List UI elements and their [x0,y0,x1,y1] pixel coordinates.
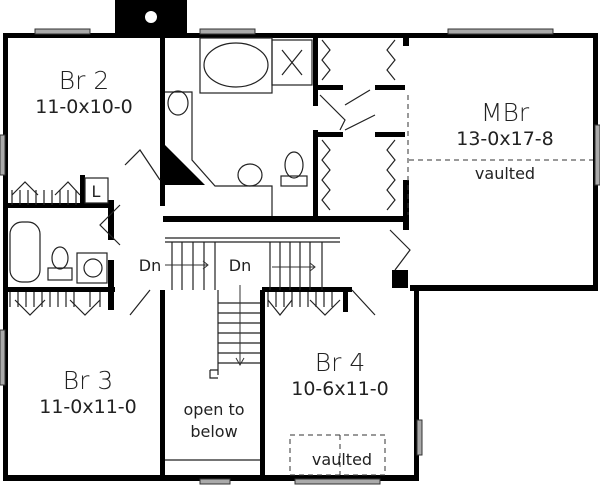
room-size-br2: 11-0x10-0 [35,96,133,118]
room-size-br3: 11-0x11-0 [39,396,137,418]
room-name-br4: Br 4 [314,348,366,377]
room-size-mbr: 13-0x17-8 [456,128,554,150]
room-note-mbr: vaulted [474,164,536,183]
room-note-br4: vaulted [311,450,373,469]
open-to-below-line2: below [190,422,238,441]
room-name-br3: Br 3 [62,366,114,395]
stair-down-label-1: Dn [138,256,162,275]
open-to-below-line1: open to [183,400,245,419]
room-size-br4: 10-6x11-0 [291,378,389,400]
windows [0,28,600,485]
laundry-label: L [91,182,101,201]
room-name-mbr: MBr [480,98,530,127]
stair-down-label-2: Dn [228,256,252,275]
walls [3,0,598,481]
stair-arrows [165,260,316,367]
room-name-br2: Br 2 [58,66,110,95]
fixtures [9,37,411,461]
dashed-lines [289,95,593,476]
